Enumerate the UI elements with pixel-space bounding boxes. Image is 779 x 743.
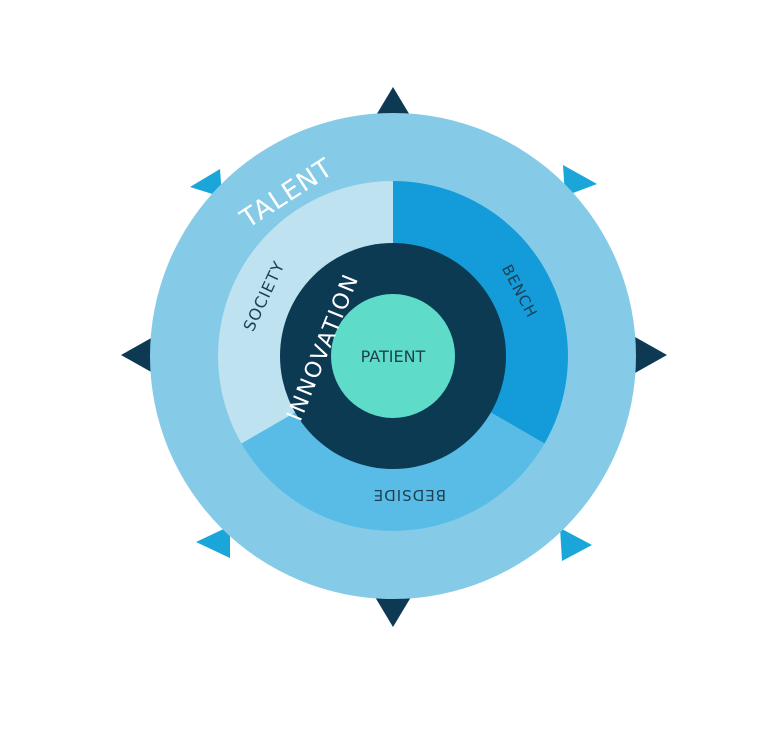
patient-label: PATIENT xyxy=(361,347,426,366)
arrow-top-icon xyxy=(375,87,411,117)
arrow-bottom-right-icon xyxy=(560,528,592,561)
bedside-label: BEDSIDE xyxy=(373,486,446,504)
arrow-top-right-icon xyxy=(563,165,597,196)
arrow-left-icon xyxy=(121,337,153,373)
arrow-bottom-icon xyxy=(375,597,411,627)
direction-arrows xyxy=(121,87,667,627)
arrow-top-left-icon xyxy=(190,169,222,197)
arrow-bottom-left-icon xyxy=(196,526,230,558)
arrow-right-icon xyxy=(635,337,667,373)
patient-circle xyxy=(331,294,455,418)
